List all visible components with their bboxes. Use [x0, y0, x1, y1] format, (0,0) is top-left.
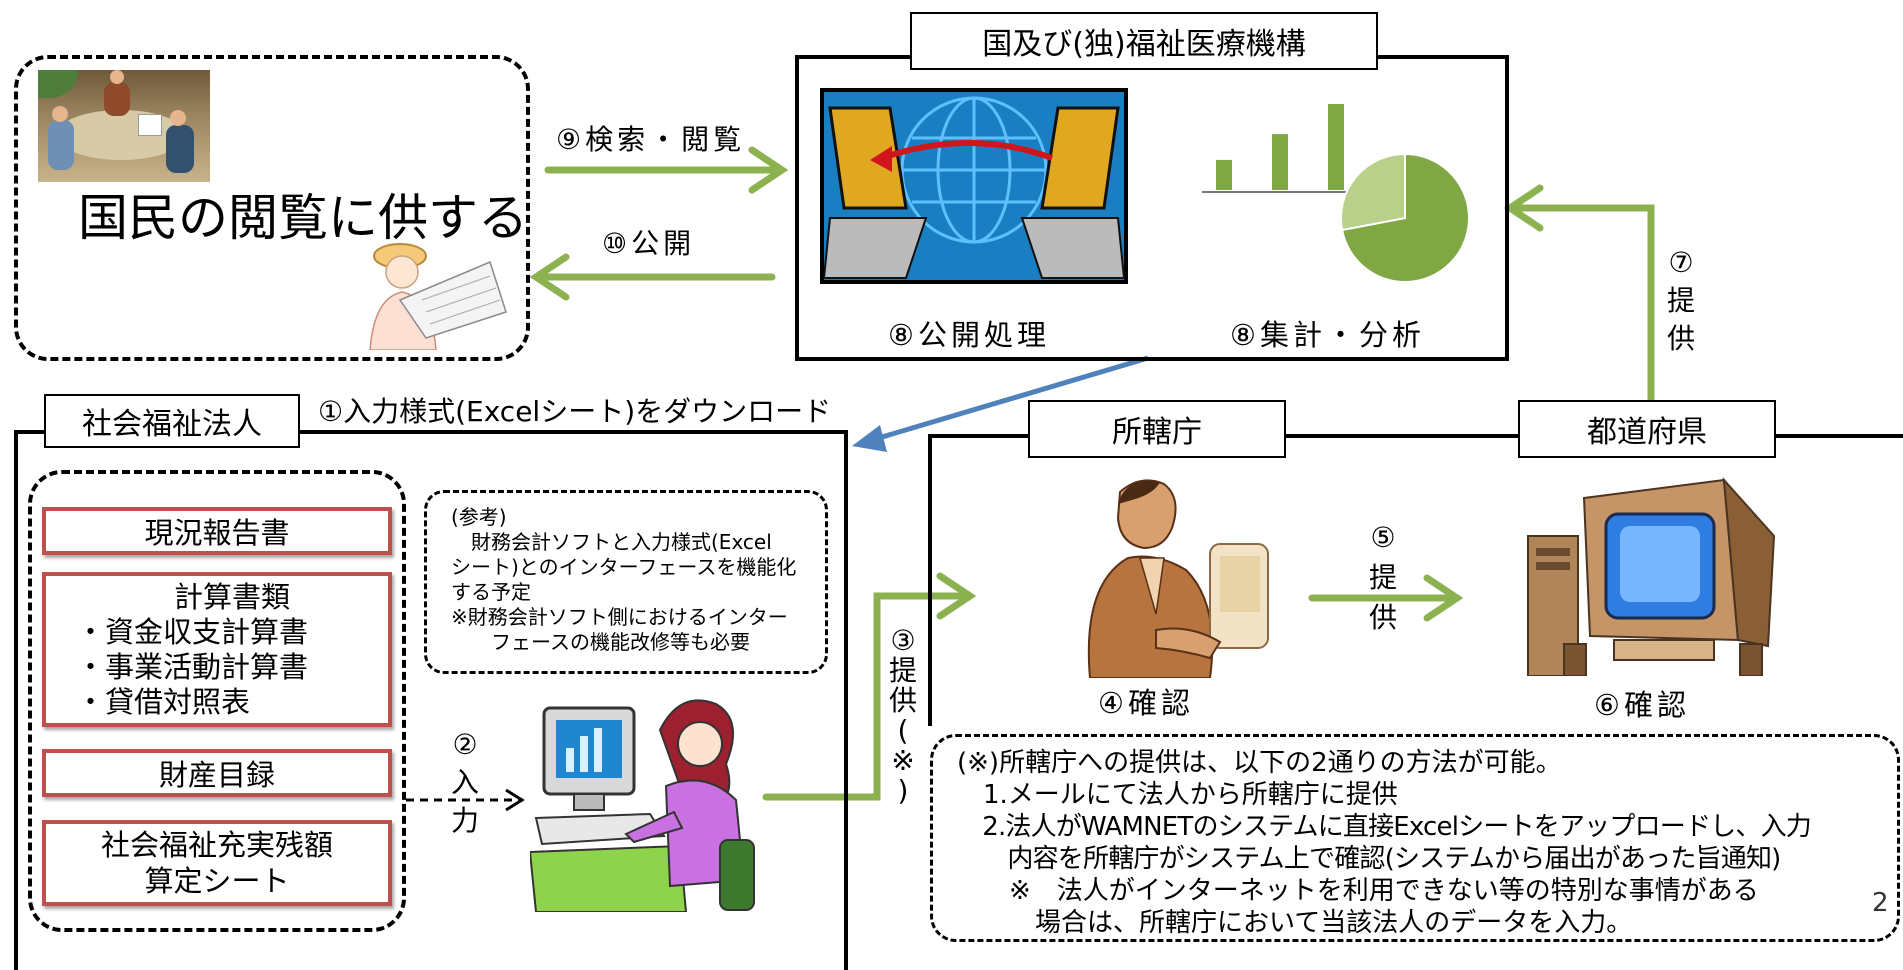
footnote-line: 1.メールにて法人から所轄庁に提供	[957, 780, 1398, 810]
corporation-box	[14, 430, 848, 970]
provide-5-arrow	[1308, 574, 1464, 622]
publish-arrow-label: ⑩公開	[602, 227, 696, 260]
connector-arrows	[406, 146, 1655, 812]
woman-at-computer-clipart	[530, 690, 760, 912]
financial-statements-box: 計算書類 ・資金収支計算書 ・事業活動計算書 ・貸借対照表	[42, 572, 392, 727]
footnote-line: 場合は、所轄庁において当該法人のデータを入力。	[957, 908, 1633, 938]
worker-with-blueprint-clipart	[340, 238, 508, 350]
download-arrow-label: ①入力様式(Excelシート)をダウンロード	[318, 395, 832, 428]
analysis-chart-icon	[1200, 100, 1480, 300]
provide-3-label: ③ 提 供 ( ※ )	[888, 624, 917, 807]
wam-title: 国及び(独)福祉医療機構	[910, 12, 1378, 70]
publish-arrow	[529, 253, 776, 301]
icon-bar	[1272, 134, 1288, 190]
footnote-box: (※)所轄庁への提供は、以下の2通りの方法が可能。 1.メールにて法人から所轄庁…	[930, 734, 1900, 942]
surplus-calculation-box: 社会福祉充実残額 算定シート	[42, 820, 392, 906]
footnote-line: (※)所轄庁への提供は、以下の2通りの方法が可能。	[957, 748, 1562, 778]
statement-item: ・事業活動計算書	[76, 649, 309, 684]
statement-item: ・資金収支計算書	[76, 614, 309, 649]
desktop-computer-clipart	[1524, 476, 1784, 676]
download-arrow	[852, 355, 1149, 452]
confirm-4-label: ④確認	[1098, 686, 1194, 720]
meeting-clipart-image	[38, 70, 210, 182]
network-transfer-image	[820, 88, 1128, 284]
search-arrow-label: ⑨検索・閲覧	[556, 123, 746, 156]
public-viewing-box	[14, 55, 530, 361]
reference-note-box: (参考) 財務会計ソフトと入力様式(Excel シート)とのインターフェースを機…	[424, 490, 828, 674]
statement-item: ・貸借対照表	[76, 684, 251, 719]
footnote-line: 2.法人がWAMNETのシステムに直接Excelシートをアップロードし、入力	[957, 812, 1812, 842]
provide-7-arrow	[1503, 184, 1655, 404]
publish-processing-label: ⑧公開処理	[888, 318, 1050, 352]
analysis-label: ⑧集計・分析	[1230, 318, 1425, 352]
icon-bar	[1216, 159, 1232, 190]
todofuken-label: 都道府県	[1518, 400, 1776, 458]
provide-7-label: ⑦ 提 供	[1666, 246, 1695, 355]
shokatsu-label: 所轄庁	[1028, 400, 1286, 458]
financial-statements-title: 計算書類	[173, 579, 290, 614]
page-number: 2	[1872, 888, 1889, 918]
icon-bar	[1328, 104, 1344, 190]
government-box	[928, 434, 1903, 726]
search-arrow	[544, 146, 789, 194]
public-main-text: 国民の閲覧に供する	[78, 189, 528, 247]
corporation-title: 社会福祉法人	[44, 394, 300, 448]
footnote-line: ※ 法人がインターネットを利用できない等の特別な事情がある	[957, 876, 1759, 906]
officer-at-computer-clipart	[1060, 474, 1274, 678]
documents-group	[28, 470, 406, 932]
genkyo-report-box: 現況報告書	[42, 507, 392, 555]
provide-3-arrow	[762, 572, 977, 801]
input-2-arrow	[406, 788, 525, 812]
input-2-label: ② 入 力	[450, 728, 479, 837]
provide-5-label: ⑤ 提 供	[1368, 521, 1397, 634]
footnote-line: 内容を所轄庁がシステム上で確認(システムから届出があった旨通知)	[957, 844, 1781, 874]
property-inventory-box: 財産目録	[42, 749, 392, 797]
icon-pie-slice	[1340, 152, 1406, 232]
confirm-6-label: ⑥確認	[1594, 688, 1690, 722]
